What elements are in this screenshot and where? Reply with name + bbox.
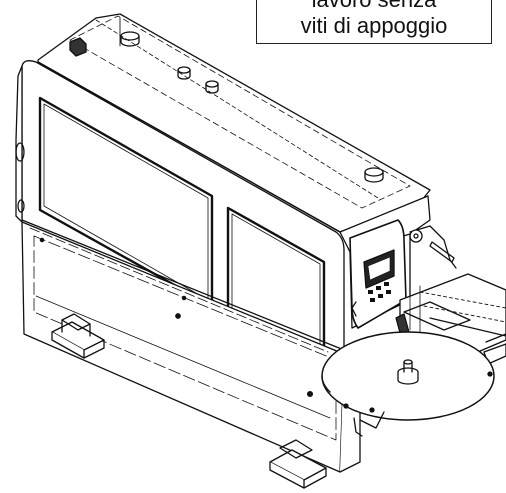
foot-left — [51, 313, 105, 359]
callout-line-1: lavoro senza — [257, 0, 491, 13]
callout-box: lavoro senza viti di appoggio — [256, 0, 492, 44]
top-knob-1 — [120, 31, 140, 47]
top-knob-4 — [364, 167, 384, 183]
top-corner-block — [69, 37, 87, 57]
top-knob-2 — [177, 66, 191, 80]
foot-right — [269, 439, 327, 489]
turntable-disc — [321, 331, 495, 421]
callout-line-2: viti di appoggio — [300, 13, 448, 38]
top-knob-3 — [205, 80, 219, 94]
